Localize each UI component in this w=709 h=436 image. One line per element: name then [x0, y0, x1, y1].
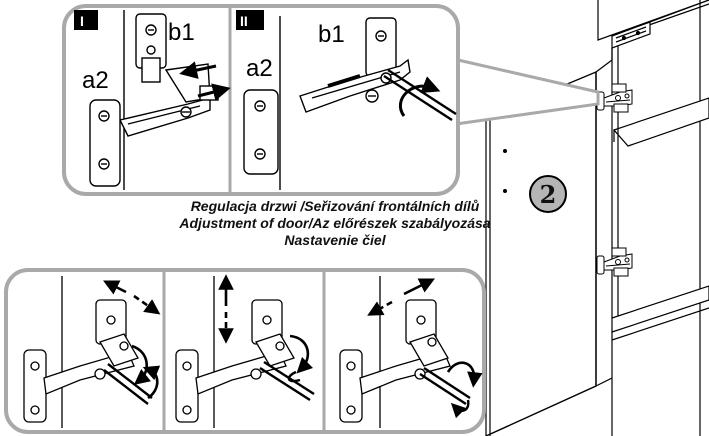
- cabinet-hinge-lower: [596, 247, 633, 277]
- caption-line-english-hungarian: Adjustment of door/Az előrészek szabályo…: [179, 215, 491, 231]
- caption-line-slovak: Nastavenie čiel: [284, 232, 386, 248]
- adjustment-depth: [339, 276, 483, 428]
- adjustment-side-to-side: [23, 276, 161, 428]
- step-one-label: I: [80, 13, 84, 29]
- caption-line-polish-czech: Regulacja drzwi /Seřizování frontálních …: [190, 198, 480, 214]
- adjustment-height: [175, 274, 315, 428]
- drawer-rail: [611, 21, 651, 49]
- label-b1-step-one: b1: [168, 19, 195, 46]
- adjustment-caption: Regulacja drzwi /Seřizování frontálních …: [150, 198, 520, 249]
- step-two-label: II: [240, 13, 248, 29]
- cabinet-hinge-upper: [596, 83, 633, 113]
- cabinet-illustration: [485, 0, 709, 436]
- callout-connector: [455, 58, 600, 126]
- step-two-hinge-drawing: [243, 16, 457, 190]
- step-number-badge: [529, 175, 567, 213]
- step-number-text: 2: [540, 180, 557, 209]
- step-one-hinge-drawing: [89, 10, 231, 190]
- label-a2-step-one: a2: [82, 67, 109, 94]
- label-a2-step-two: a2: [246, 55, 273, 82]
- bottom-adjustment-panel: [4, 268, 486, 434]
- label-b1-step-two: b1: [318, 21, 345, 48]
